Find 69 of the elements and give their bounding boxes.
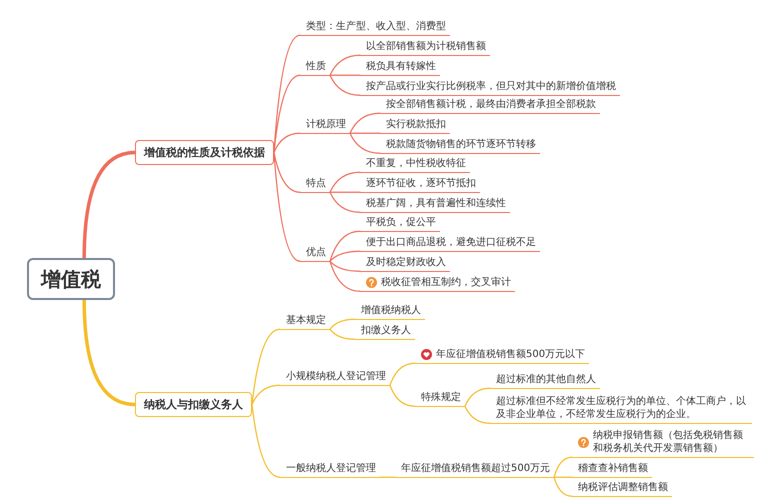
subtopic-text: 超过标准但不经常发生应税行为的单位、个体工商户，以及非企业单位，不经常发生应税行为的企业。 (490, 394, 752, 424)
topic-text: 纳税申报销售额（包括免税销售额和税务机关代开发票销售额） (593, 429, 744, 455)
subtopic-text: 特点 (300, 176, 330, 193)
connector-line (379, 476, 396, 478)
underlined-subtopic (360, 275, 515, 292)
subtopic-text: 计税原理 (300, 117, 350, 134)
subtopic-text: 税负具有转嫁性 (360, 59, 440, 76)
subtopic-text: 一般纳税人登记管理 (280, 461, 380, 478)
thick-connector (82, 298, 137, 406)
connector-line (349, 132, 381, 134)
connector-line (329, 260, 361, 292)
subtopic-text: 以全部销售额为计税销售额 (360, 39, 490, 56)
subtopic-text: 小规模纳税人登记管理 (280, 369, 390, 386)
connector-line (329, 172, 361, 193)
subtopic-text: 逐环节征收，逐环节抵扣 (360, 176, 480, 193)
subtopic-text: 超过标准的其他自然人 (490, 372, 600, 389)
central-topic-box: 增值税 (27, 258, 115, 300)
subtopic-text: 不重复，中性税收特征 (360, 156, 470, 173)
subtopic-text: 按产品或行业实行比例税率，但只对其中的新增价值增税 (360, 79, 620, 96)
connector-line (464, 406, 491, 424)
subtopic-text: 优点 (300, 245, 330, 262)
underlined-subtopic (415, 347, 590, 364)
connector-line (389, 384, 416, 407)
connector-line (251, 404, 281, 478)
subtopic-text: 及时稳定财政收入 (360, 255, 450, 272)
connector-line (329, 192, 361, 193)
connector-line (554, 476, 573, 478)
connector-line (349, 132, 381, 154)
connector-line (329, 250, 361, 262)
connector-line (349, 112, 381, 134)
connector-line (554, 456, 573, 478)
connector-line (389, 362, 416, 386)
subtopic-text: 特殊规定 (415, 390, 465, 407)
connector-line (329, 260, 361, 272)
subtopic-text: 年应征增值税销售额超过500万元 (395, 461, 554, 478)
subtopic-text: 扣缴义务人 (355, 323, 415, 340)
topic-text: 年应征增值税销售额500万元以下 (436, 348, 586, 361)
connector-line (273, 74, 301, 154)
subtopic-text: 平税负，促公平 (360, 215, 440, 232)
subtopic-text: 便于出口商品退税，避免进口征税不足 (360, 235, 540, 252)
subtopic-text: 纳税评估调整销售额 (572, 480, 672, 497)
connector-line (329, 328, 356, 340)
connector-line (329, 54, 361, 76)
connector-line (273, 152, 301, 262)
connector-line (464, 388, 491, 407)
connector-line (329, 318, 356, 330)
connector-line (329, 192, 361, 213)
subtopic-text: 性质 (300, 59, 330, 76)
topic-box: 纳税人与扣缴义务人 (135, 392, 252, 417)
connector-line (251, 328, 281, 406)
subtopic-text: 实行税款抵扣 (380, 117, 450, 134)
connector-line (554, 476, 573, 497)
subtopic-text: 基本规定 (280, 313, 330, 330)
thick-connector (82, 150, 137, 260)
subtopic-text: 税款随货物销售的环节逐环节转移 (380, 137, 540, 154)
connector-line (329, 230, 361, 262)
connector-line (251, 384, 281, 406)
subtopic-text: 稽查查补销售额 (572, 461, 652, 478)
subtopic-text: 类型：生产型、收入型、消费型 (300, 19, 450, 36)
topic-text: 税收征管相互制约，交叉审计 (381, 276, 511, 289)
connector-line (273, 152, 301, 193)
subtopic-text: 增值税纳税人 (355, 303, 425, 320)
topic-box: 增值税的性质及计税依据 (135, 140, 274, 165)
subtopic-text: 税基广阔，具有普遍性和连续性 (360, 196, 510, 213)
subtopic-text: 按全部销售额计税，最终由消费者承担全部税款 (380, 97, 600, 114)
connector-line (273, 132, 301, 154)
connector-line (329, 74, 361, 96)
underlined-subtopic (572, 428, 754, 458)
connector-line (329, 74, 361, 76)
